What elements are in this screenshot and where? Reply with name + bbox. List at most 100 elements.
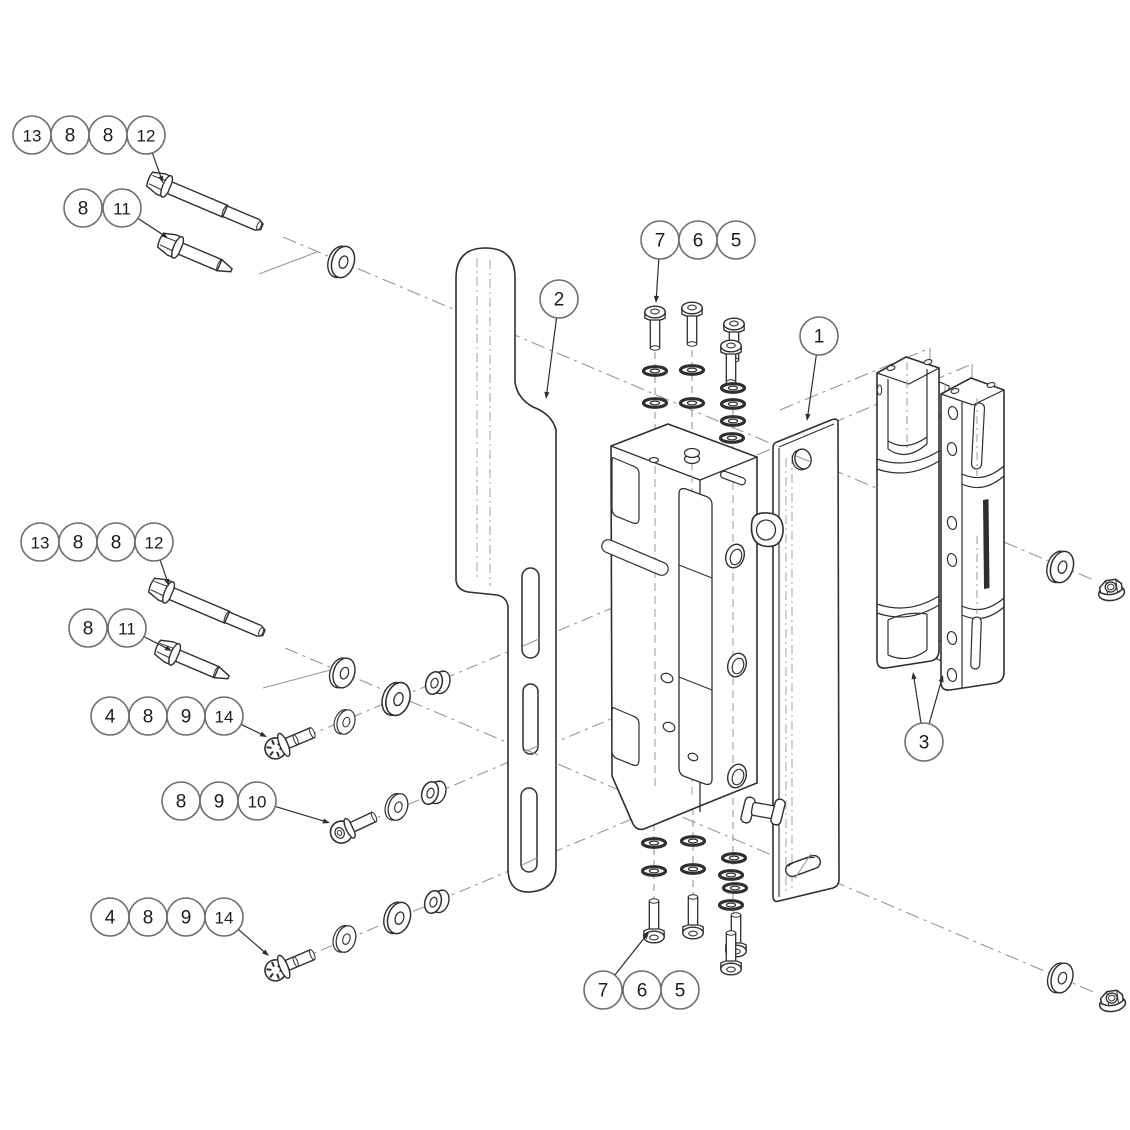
balloon-12: 12 (126, 115, 166, 183)
balloon-number: 8 (83, 619, 94, 640)
balloon-4: 4 (90, 696, 130, 736)
housing-pocket-bottom (611, 706, 640, 767)
balloon-circle (660, 970, 700, 1010)
balloon-circle (134, 522, 174, 562)
balloon-8: 8 (88, 115, 128, 155)
housing-block (601, 423, 758, 831)
hinge-right (940, 377, 1005, 691)
washer-8-upper (323, 241, 360, 283)
balloon-number: 6 (693, 231, 704, 252)
hinge-left-outline (876, 356, 940, 669)
leader-line (137, 217, 165, 237)
balloon-circle (63, 188, 103, 228)
balloon-8: 8 (68, 608, 108, 648)
balloon-number: 12 (145, 534, 164, 553)
leader-line (240, 723, 264, 736)
balloon-4: 4 (90, 897, 130, 937)
washer-mid-1 (325, 653, 360, 693)
plate-outline (772, 418, 840, 903)
bracket-slot-upper (521, 567, 540, 659)
balloon-2: 2 (539, 279, 579, 399)
balloon-7: 7 (583, 932, 649, 1010)
balloon-9: 9 (166, 897, 206, 937)
leader-arrowhead (164, 578, 170, 586)
balloon-circle (799, 316, 839, 356)
balloon-13: 13 (12, 115, 52, 155)
balloon-8: 8 (50, 115, 90, 155)
housing-hole-front-3 (687, 752, 699, 762)
balloon-number: 5 (675, 981, 686, 1002)
hinge-left-channel (887, 369, 928, 455)
bracket-slot-middle (522, 683, 539, 755)
housing-counterbores (724, 543, 748, 789)
leader-line (151, 152, 163, 180)
washer-bottom-right (1043, 958, 1078, 998)
hinge-right-slot-bottom (970, 616, 982, 670)
balloon-number: 14 (215, 708, 234, 727)
balloon-number: 10 (248, 793, 267, 812)
balloon-number: 4 (105, 707, 116, 728)
leader-line (614, 934, 647, 976)
leader-line (275, 805, 327, 823)
balloon-6: 6 (622, 970, 662, 1010)
hinge-right-holes (946, 405, 959, 683)
balloon-number: 8 (143, 707, 154, 728)
balloon-number: 11 (118, 620, 136, 639)
housing-rail (678, 487, 713, 786)
screw-7-top (644, 305, 666, 351)
balloon-number: 9 (214, 792, 225, 813)
leader-line (545, 317, 558, 396)
leader-arrowhead (544, 391, 550, 399)
hinge-right-slot-top (970, 402, 986, 470)
washer-right-mid (1042, 546, 1079, 588)
balloon-8: 8 (161, 781, 201, 821)
balloon-number: 3 (919, 733, 930, 754)
balloon-8: 8 (128, 696, 168, 736)
balloon-7: 7 (640, 220, 680, 303)
balloon-8: 8 (96, 522, 136, 562)
mounting-plate-part-1 (772, 418, 840, 903)
balloon-circle (904, 722, 944, 762)
balloon-number: 9 (181, 908, 192, 929)
leader-arrowhead (158, 175, 164, 183)
balloon-number: 8 (103, 126, 114, 147)
flange-nut-right-mid (1096, 577, 1127, 603)
balloon-number: 8 (65, 126, 76, 147)
balloon-9: 9 (166, 696, 206, 736)
balloon-circle (539, 279, 579, 319)
screw-6-bottom (682, 894, 704, 940)
balloon-circle (126, 115, 166, 155)
balloon-number: 8 (143, 908, 154, 929)
bracket-slot-lower (520, 787, 538, 873)
balloon-number: 8 (111, 533, 122, 554)
balloon-10: 10 (237, 781, 330, 824)
bushing-9-screw10 (418, 775, 450, 810)
balloon-8: 8 (58, 522, 98, 562)
balloon-number: 13 (31, 534, 50, 553)
hinge-side-hole (876, 384, 883, 396)
balloon-8: 8 (63, 188, 103, 228)
bracket-outline (455, 247, 557, 893)
hinge-right-outline (940, 377, 1005, 691)
flange-nut-bottom-right (1097, 988, 1128, 1014)
housing-groove (601, 539, 669, 576)
balloon-number: 2 (554, 290, 565, 311)
leader-arrowhead (911, 672, 917, 680)
balloon-circle (204, 696, 244, 736)
balloon-circle (237, 781, 277, 821)
washer-mid-3 (377, 677, 415, 721)
torx-screw-14-mid (260, 719, 320, 765)
leader-line (928, 678, 943, 724)
balloon-number: 8 (78, 199, 89, 220)
hinge-screw-icon (886, 364, 896, 372)
balloon-12: 12 (134, 522, 174, 586)
balloon-number: 6 (637, 981, 648, 1002)
leader-arrowhead (653, 295, 660, 303)
hex-bolt-11-upper (154, 228, 237, 282)
balloon-number: 5 (731, 231, 742, 252)
balloon-5: 5 (660, 970, 700, 1010)
balloon-11: 11 (107, 608, 172, 651)
leader-line (806, 354, 817, 418)
strap-bracket-part-2 (455, 247, 557, 893)
balloon-circle (68, 608, 108, 648)
